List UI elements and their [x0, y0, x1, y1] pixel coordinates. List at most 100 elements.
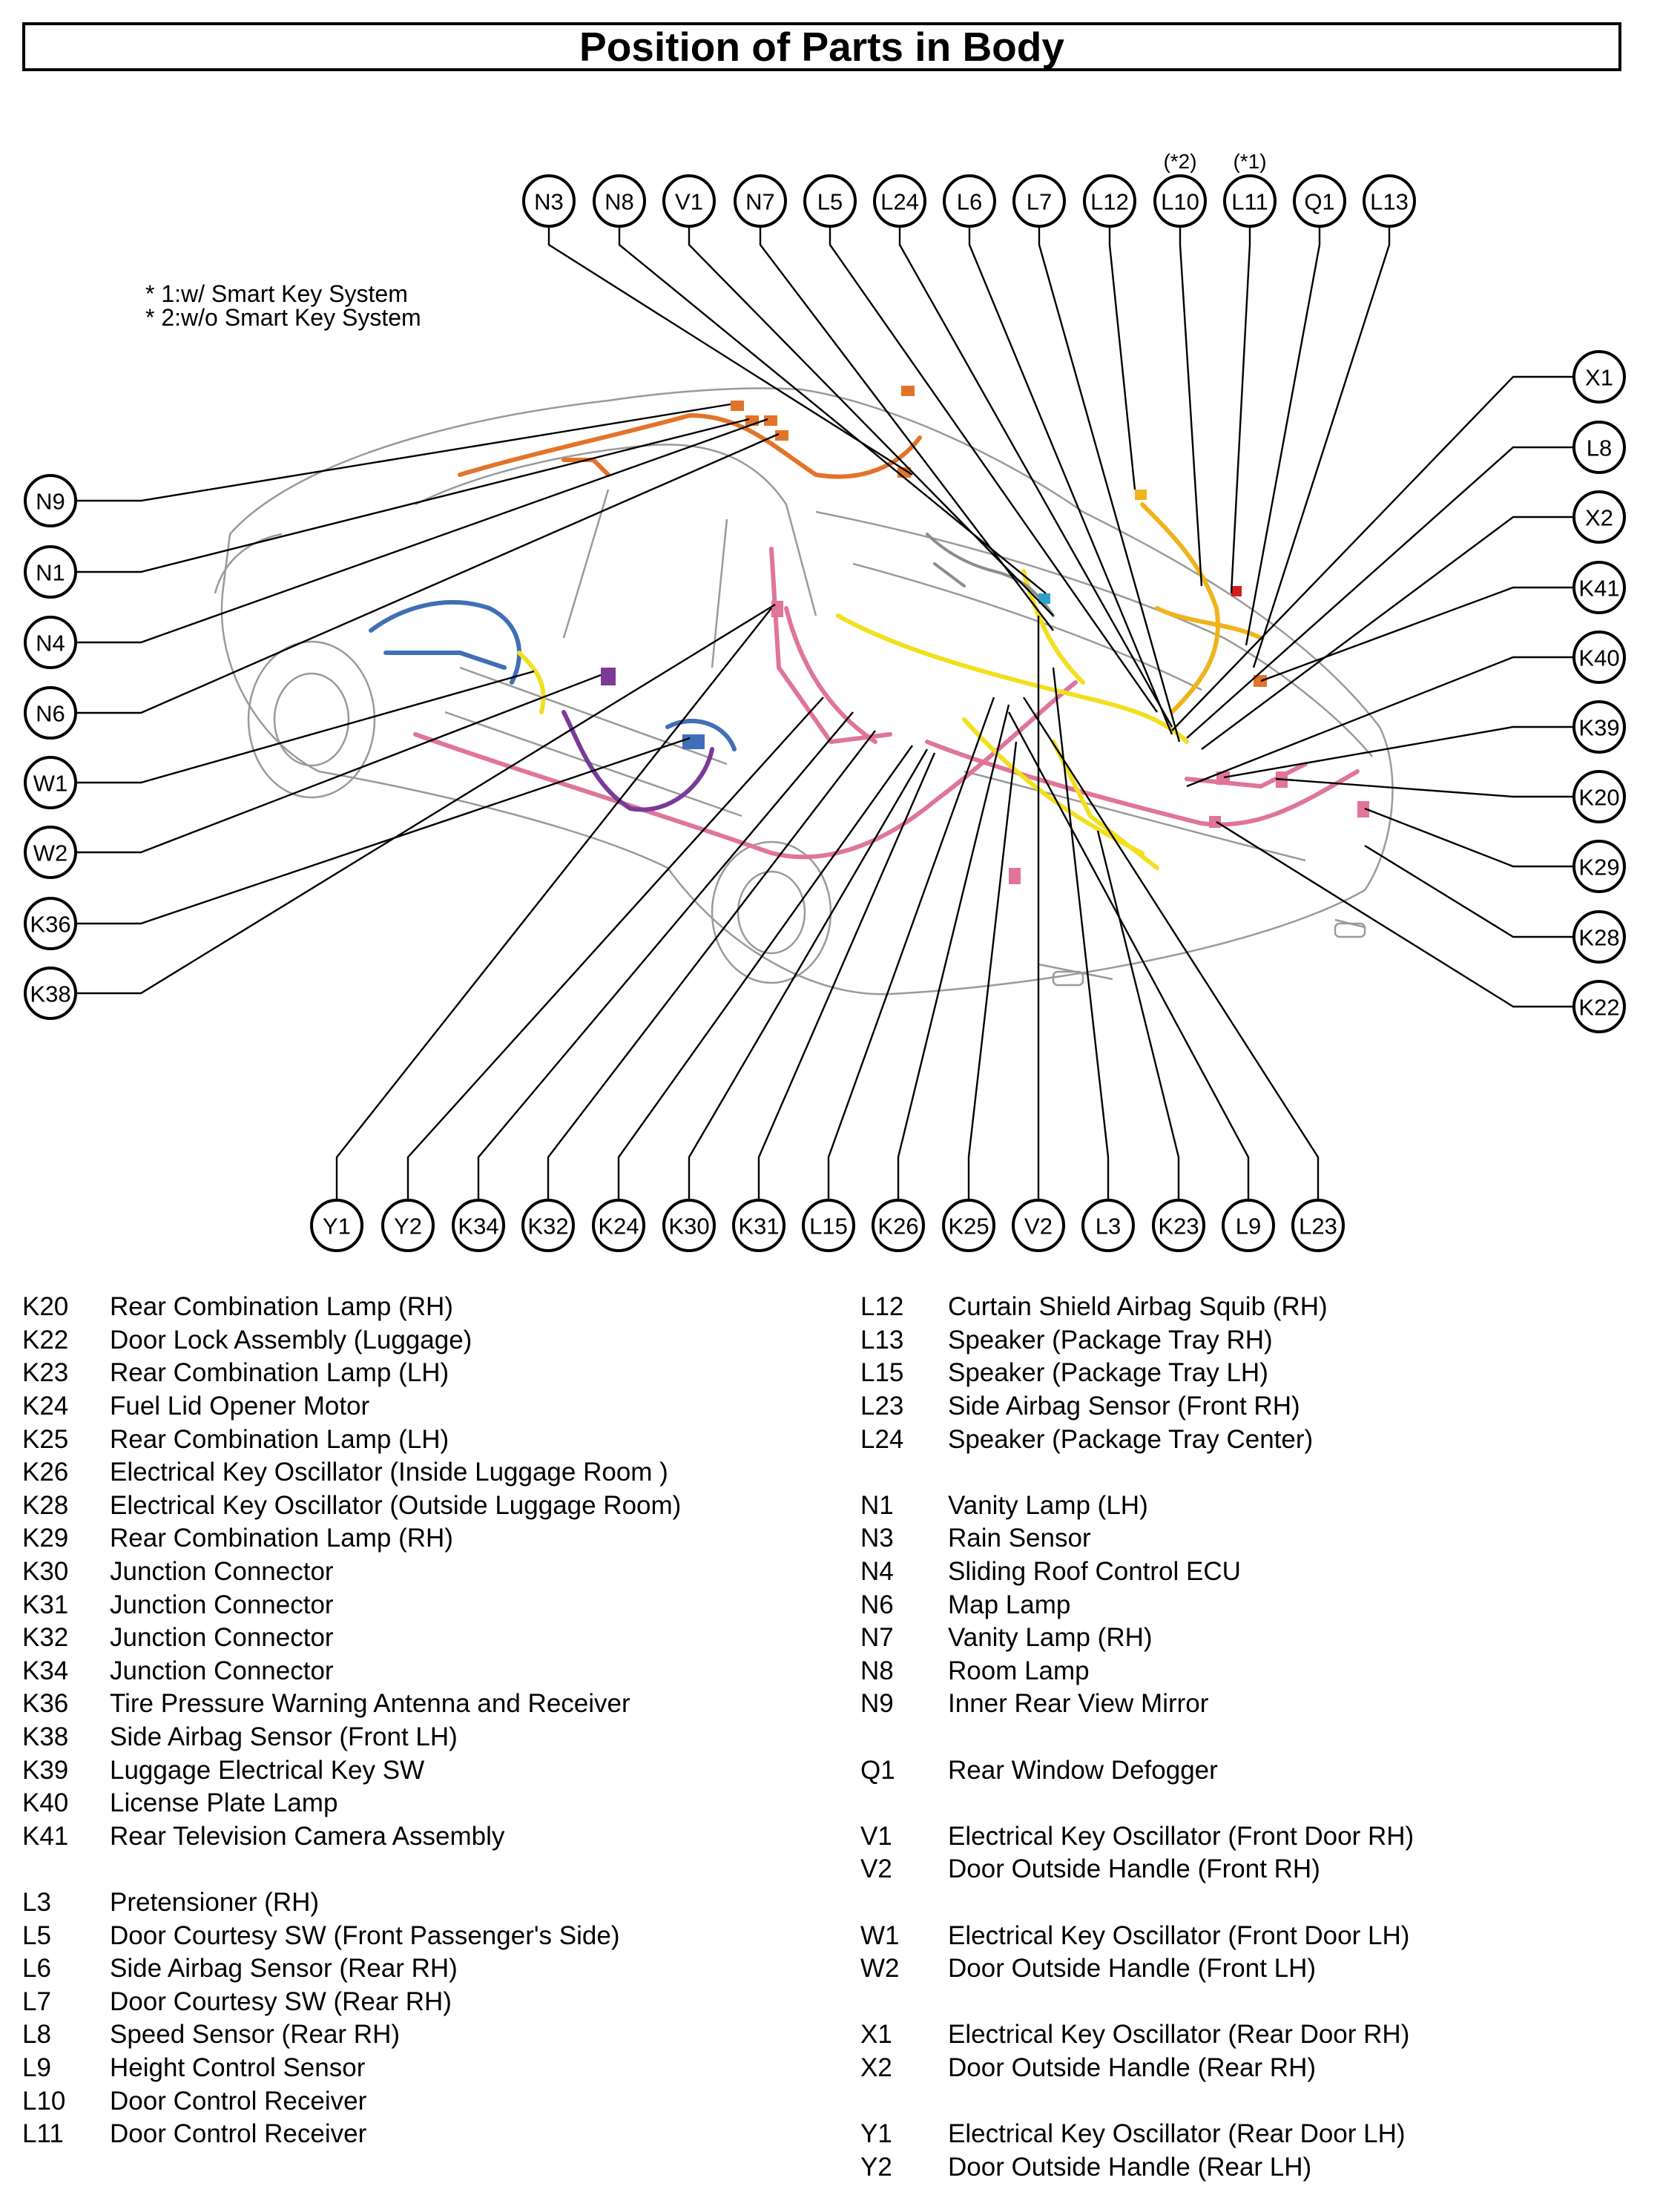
legend-code: N6: [860, 1590, 894, 1619]
callout-n4-text: N4: [36, 631, 65, 656]
legend-code: K23: [22, 1358, 69, 1388]
callout-l12-text: L12: [1090, 189, 1129, 215]
leader-k34: [477, 711, 854, 1200]
callout-l7-text: L7: [1027, 189, 1052, 215]
callout-l3-text: L3: [1096, 1214, 1121, 1240]
connector-k25: [1009, 868, 1021, 884]
leader-v1: [688, 226, 1054, 616]
legend-description: Junction Connector: [110, 1557, 334, 1587]
legend-code: Y1: [860, 2119, 892, 2149]
callout-l6-text: L6: [957, 189, 982, 215]
callout-v2-circle: [1012, 1199, 1065, 1252]
legend-description: Room Lamp: [948, 1656, 1090, 1685]
callout-n4: N4: [24, 616, 77, 669]
legend-code: L24: [860, 1424, 904, 1454]
callout-k38: K38: [24, 967, 77, 1020]
callout-v1-circle: [662, 174, 716, 228]
callout-l6-circle: [943, 174, 996, 228]
callout-n3-text: N3: [534, 189, 564, 215]
legend-code: L5: [22, 1920, 51, 1950]
connector-n6: [775, 430, 788, 441]
connector-k39: [1216, 771, 1230, 785]
legend-description: Tire Pressure Warning Antenna and Receiv…: [110, 1689, 630, 1719]
legend-code: K41: [22, 1821, 69, 1851]
legend-code: L15: [860, 1358, 904, 1388]
legend-description: License Plate Lamp: [110, 1788, 338, 1818]
connector-n4: [764, 415, 777, 426]
wire-harness-illustration: [369, 413, 1360, 870]
leader-k36: [76, 737, 691, 925]
callout-k36-circle: [24, 897, 77, 950]
callout-k26: K26: [872, 1199, 925, 1252]
legend-code: N1: [860, 1490, 894, 1520]
note-no-smart-key: * 2:w/o Smart Key System: [145, 304, 421, 331]
callout-k20-circle: [1572, 770, 1626, 823]
connector-k29: [1357, 801, 1369, 817]
legend-description: Door Outside Handle (Rear LH): [948, 2152, 1312, 2182]
legend-description: Rear Combination Lamp (RH): [110, 1524, 453, 1553]
callout-l13-text: L13: [1370, 189, 1409, 215]
legend-spacer: [860, 1721, 1414, 1754]
legend-description: Pretensioner (RH): [110, 1887, 320, 1917]
callout-l8-text: L8: [1587, 435, 1612, 461]
legend-code: K38: [22, 1722, 69, 1752]
leader-k39: [1223, 725, 1574, 779]
callout-k23-circle: [1152, 1199, 1205, 1252]
callout-k24-circle: [592, 1199, 645, 1252]
callout-k26-circle: [872, 1199, 925, 1252]
leader-l11: [1230, 226, 1251, 594]
callout-k39-circle: [1572, 700, 1626, 754]
callout-k26-text: K26: [877, 1214, 918, 1240]
callout-n3: N3: [522, 174, 576, 228]
legend-description: Side Airbag Sensor (Rear RH): [110, 1954, 458, 1984]
callout-l8-circle: [1572, 421, 1626, 474]
legend-code: K34: [22, 1656, 69, 1685]
callout-k22-text: K22: [1578, 995, 1619, 1021]
callout-k40: K40: [1572, 631, 1626, 684]
title-box: Position of Parts in Body: [22, 22, 1621, 71]
legend-description: Door Outside Handle (Front LH): [948, 1954, 1317, 1984]
legend-code: N4: [860, 1557, 894, 1587]
callout-n8-circle: [593, 174, 646, 228]
leader-q1: [1245, 226, 1321, 646]
legend-row-l3: L3 Pretensioner (RH): [22, 1886, 681, 1920]
legend-code: L8: [22, 2020, 51, 2050]
callout-x2: X2: [1572, 490, 1626, 544]
callout-k39-text: K39: [1578, 715, 1619, 741]
legend-description: Height Control Sensor: [110, 2053, 366, 2082]
callout-l15-text: L15: [809, 1214, 848, 1240]
legend-code: K22: [22, 1325, 69, 1354]
legend-description: Electrical Key Oscillator (Outside Lugga…: [110, 1490, 682, 1520]
leader-l10: [1179, 226, 1203, 587]
leader-k26: [897, 704, 1010, 1200]
legend-code: L3: [22, 1887, 51, 1917]
leader-k24: [617, 745, 913, 1200]
leader-k31: [757, 752, 936, 1200]
door-harness-blue: [369, 599, 737, 751]
legend-description: Electrical Key Oscillator (Inside Luggag…: [110, 1458, 668, 1487]
leader-l12: [1108, 226, 1136, 490]
callout-l13: L13: [1363, 174, 1416, 228]
callout-l11-text: L11: [1231, 189, 1268, 215]
floor-harness-pink: [413, 547, 1360, 860]
legend-description: Luggage Electrical Key SW: [110, 1755, 425, 1785]
callout-k41-text: K41: [1578, 576, 1619, 602]
legend-description: Speed Sensor (Rear RH): [110, 2020, 400, 2050]
legend-description: Inner Rear View Mirror: [948, 1689, 1209, 1719]
pillar-harness-yellow: [517, 651, 546, 714]
legend-code: W1: [860, 1920, 900, 1950]
callout-q1-circle: [1293, 174, 1346, 228]
callout-k31-circle: [732, 1199, 785, 1252]
leader-w1: [76, 670, 535, 784]
